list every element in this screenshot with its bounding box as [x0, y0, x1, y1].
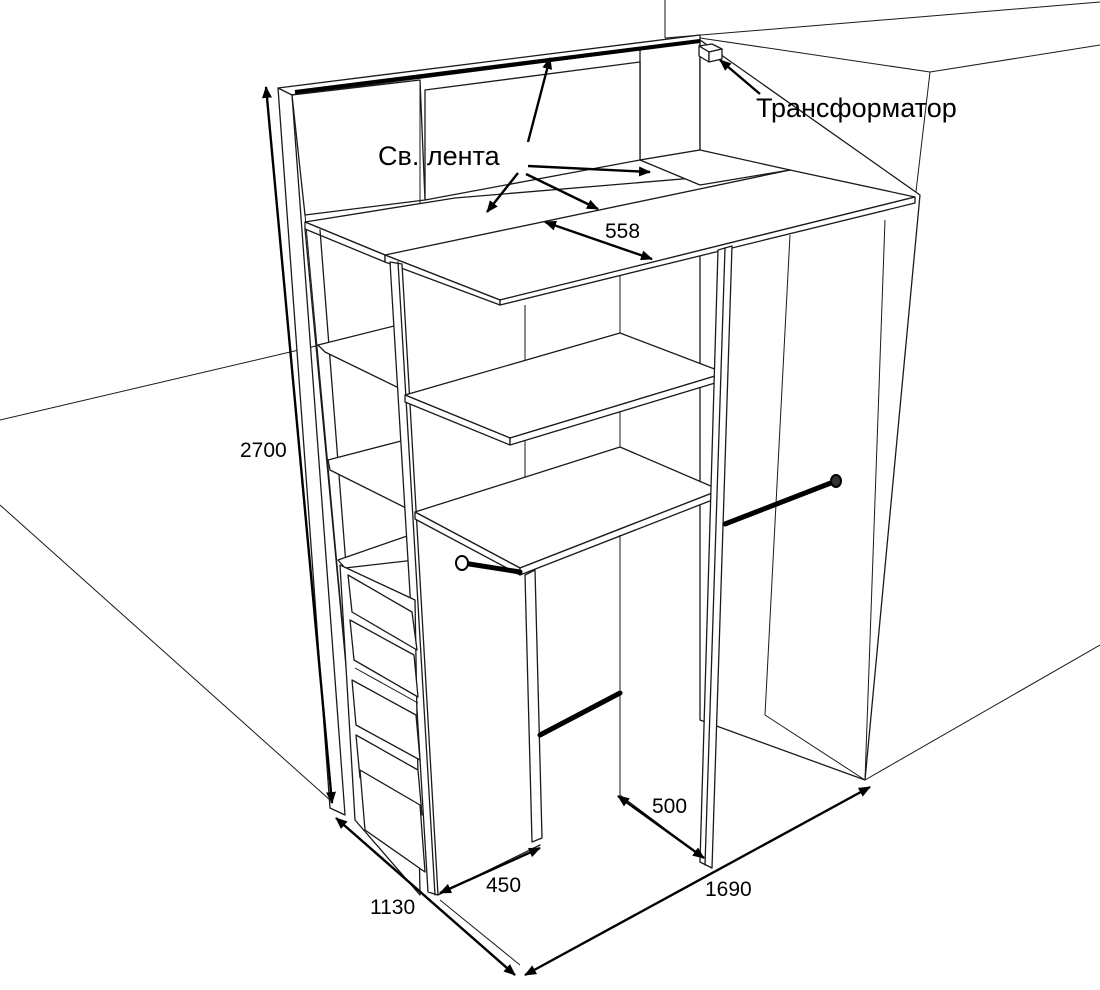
dimension-lines: [262, 86, 871, 977]
transformer-box: [698, 43, 723, 63]
height-dimension-line: [262, 86, 336, 804]
led-leader-right: [527, 164, 651, 177]
drawer-depth-dimension-line: [439, 846, 541, 895]
led-strip-label: Св. лента: [378, 141, 501, 171]
depth-dimension-line: [335, 817, 516, 976]
height-dimension-text: 2700: [240, 439, 287, 462]
drawers: [339, 564, 426, 896]
led-leader-middle: [525, 172, 599, 211]
shelf-depth-dimension-text: 558: [605, 220, 640, 243]
led-leader-left: [486, 172, 519, 213]
passage-dimension-line: [617, 795, 705, 859]
drawer-unit-side: [437, 569, 543, 896]
leader-arrows: [486, 57, 761, 213]
shelf-depth-dimension-line: [544, 220, 653, 261]
led-leader-top: [526, 57, 553, 143]
depth-dimension-text: 1130: [370, 896, 415, 919]
transformer-label: Трансформатор: [756, 93, 957, 123]
passage-dimension-text: 500: [652, 795, 687, 818]
drawer-depth-dimension-text: 450: [486, 874, 521, 897]
width-dimension-line: [524, 785, 871, 977]
hanging-rods: [455, 474, 842, 738]
width-dimension-text: 1690: [705, 878, 752, 901]
middle-shelves: [404, 332, 726, 576]
transformer-leader: [719, 59, 761, 95]
